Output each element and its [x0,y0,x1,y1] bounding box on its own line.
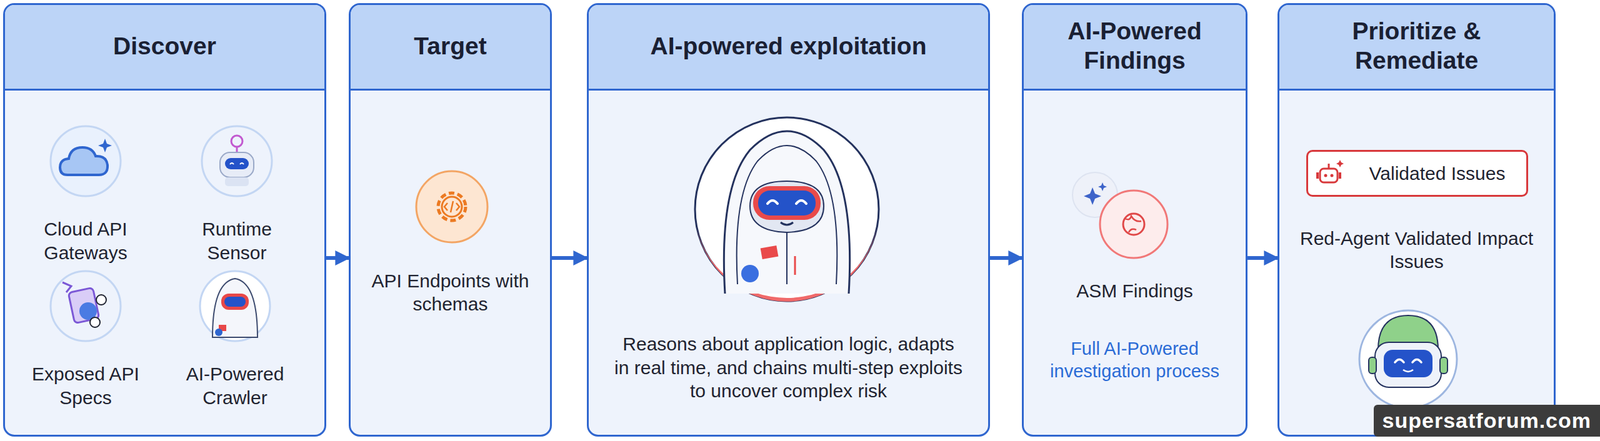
stage-heading: Target [356,31,544,62]
flow-arrow [326,256,349,260]
source-item: Runtime Sensor [166,125,311,251]
stage-panel: DiscoverCloud API GatewaysRuntime Sensor… [3,3,327,437]
stage-panel: Prioritize & RemediateRed-Agent Validate… [1277,3,1556,437]
flow-arrow [1247,256,1278,260]
badge-label: Validated Issues [1308,161,1527,186]
stage-heading: AI-Powered Findings [1030,16,1240,76]
stage-text: Full AI-Powered investigation process [1028,337,1242,384]
stage-panel: AI-powered exploitationReasons about app… [586,3,990,437]
issue-badge: Validated Issues [1306,150,1529,197]
stage-text: AI-Powered Crawler [171,362,299,410]
stage-heading: Discover [11,31,319,62]
source-item: Exposed API Specs [15,270,160,396]
stage-text: Runtime Sensor [173,217,301,265]
source-item: Cloud API Gateways [15,125,160,251]
stage-text: Reasons about application logic, adapts … [613,332,964,404]
stage-panel: AI-Powered FindingsASM FindingsFull AI-P… [1021,3,1248,437]
stage-panel: TargetAPI Endpoints with schemas [348,3,552,437]
flow-arrow [990,256,1022,260]
flow-arrow [551,256,587,260]
stage-text: ASM Findings [1035,279,1235,304]
stage-text: Red-Agent Validated Impact Issues [1291,226,1542,274]
stage-text: API Endpoints with schemas [363,269,539,317]
stage-text: Exposed API Specs [21,362,150,410]
source-item: AI-Powered Crawler [165,270,309,396]
stage-heading: AI-powered exploitation [595,31,982,62]
watermark: supersatforum.com [1373,405,1600,437]
stage-text: Cloud API Gateways [21,217,150,265]
stage-heading: Prioritize & Remediate [1291,16,1542,76]
